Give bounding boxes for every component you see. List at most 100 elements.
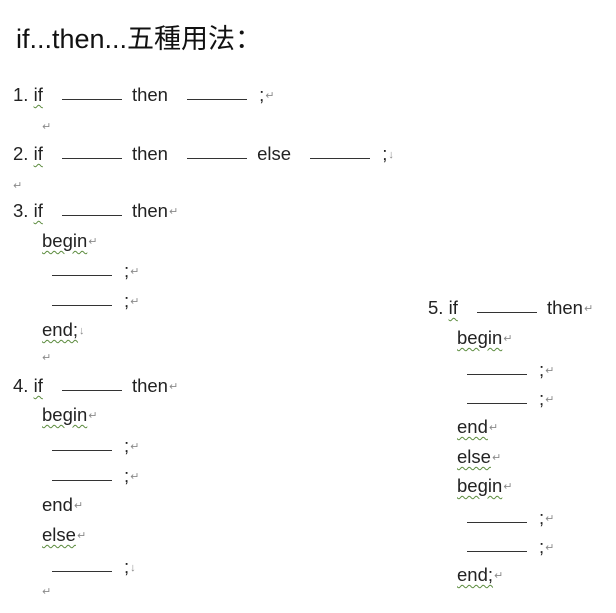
return-mark: ↵ xyxy=(130,441,140,453)
return-mark: ↵ xyxy=(130,471,140,483)
if-keyword: if xyxy=(448,297,458,318)
begin-line: begin↵ xyxy=(42,229,97,256)
return-mark: ↵ xyxy=(130,266,140,278)
return-mark: ↵ xyxy=(168,381,179,393)
semicolon: ; xyxy=(124,290,130,311)
end-line: end;↵ xyxy=(457,563,503,590)
return-mark: ↵ xyxy=(583,303,594,315)
fill-blank xyxy=(61,215,122,216)
fill-blank xyxy=(52,305,112,306)
semicolon: ; xyxy=(539,359,545,380)
return-mark: ↵ xyxy=(42,121,52,133)
fill-blank xyxy=(52,571,112,572)
return-mark: ↵ xyxy=(503,333,513,345)
usage-1-number: 1. xyxy=(13,84,34,105)
fill-blank xyxy=(52,275,112,276)
usage-1-line: 1. if then ;↵ xyxy=(13,83,274,110)
else-keyword: else xyxy=(457,446,491,467)
fill-blank xyxy=(467,522,527,523)
return-mark: ↵ xyxy=(168,206,179,218)
statement-line: ;↵ xyxy=(52,434,139,461)
begin-line: begin↵ xyxy=(457,326,512,353)
semicolon: ; xyxy=(539,388,545,409)
return-mark: ↵ xyxy=(491,452,502,464)
return-mark: ↓ xyxy=(388,149,394,161)
fill-blank xyxy=(52,480,112,481)
semicolon: ; xyxy=(124,435,130,456)
semicolon: ; xyxy=(539,536,545,557)
return-mark: ↵ xyxy=(88,236,98,248)
return-mark: ↵ xyxy=(76,530,87,542)
return-mark: ↓ xyxy=(79,325,85,337)
statement-line: ;↵ xyxy=(467,535,554,562)
return-mark: ↵ xyxy=(545,365,555,377)
semicolon: ; xyxy=(124,465,130,486)
begin-line: begin↵ xyxy=(42,403,97,430)
return-mark: ↵ xyxy=(88,410,98,422)
return-mark: ↵ xyxy=(265,90,275,102)
return-mark: ↵ xyxy=(494,570,504,582)
semicolon: ; xyxy=(539,507,545,528)
statement-line: ;↵ xyxy=(467,358,554,385)
then-keyword: then xyxy=(131,143,168,164)
fill-blank xyxy=(467,374,527,375)
begin-keyword: begin xyxy=(42,230,88,251)
usage-5-number: 5. xyxy=(428,297,449,318)
semicolon: ; xyxy=(124,260,130,281)
usage-3-line: 3. if then↵ xyxy=(13,199,178,226)
else-keyword: else xyxy=(42,524,76,545)
fill-blank xyxy=(61,158,122,159)
fill-blank xyxy=(187,158,248,159)
fill-blank xyxy=(61,390,122,391)
end-keyword: end xyxy=(457,416,488,437)
return-mark: ↵ xyxy=(545,542,555,554)
return-mark: ↵ xyxy=(13,180,23,192)
if-keyword: if xyxy=(33,143,43,164)
end-keyword: end xyxy=(42,494,73,515)
begin-keyword: begin xyxy=(457,475,503,496)
return-mark: ↵ xyxy=(503,481,513,493)
usage-2-number: 2. xyxy=(13,143,34,164)
page-title: if...then...五種用法： xyxy=(16,24,263,54)
then-keyword: then xyxy=(546,297,583,318)
usage-5-line: 5. if then↵ xyxy=(428,296,593,323)
then-keyword: then xyxy=(131,375,168,396)
fill-blank xyxy=(476,312,537,313)
else-line: else↵ xyxy=(457,445,501,472)
end-line: end↵ xyxy=(42,493,83,520)
end-line: end↵ xyxy=(457,415,498,442)
statement-line: ;↵ xyxy=(52,259,139,286)
fill-blank xyxy=(187,99,248,100)
statement-line: ;↵ xyxy=(52,289,139,316)
usage-4-number: 4. xyxy=(13,375,34,396)
semicolon: ; xyxy=(124,556,130,577)
then-keyword: then xyxy=(131,200,168,221)
begin-keyword: begin xyxy=(457,327,503,348)
fill-blank xyxy=(61,99,122,100)
usage-4-line: 4. if then↵ xyxy=(13,374,178,401)
if-keyword: if xyxy=(33,84,43,105)
statement-line: ;↵ xyxy=(467,387,554,414)
return-mark: ↵ xyxy=(42,352,52,364)
usage-2-line: 2. if then else ;↓ xyxy=(13,142,394,169)
return-mark: ↵ xyxy=(130,296,140,308)
return-mark: ↵ xyxy=(42,586,52,598)
begin-line: begin↵ xyxy=(457,474,512,501)
end-line: end;↓ xyxy=(42,318,85,345)
fill-blank xyxy=(467,551,527,552)
return-mark: ↓ xyxy=(130,562,136,574)
return-mark: ↵ xyxy=(73,500,84,512)
if-keyword: if xyxy=(33,200,43,221)
return-mark: ↵ xyxy=(545,394,555,406)
statement-line: ;↵ xyxy=(467,506,554,533)
if-keyword: if xyxy=(33,375,43,396)
end-keyword: end; xyxy=(457,564,494,585)
usage-3-number: 3. xyxy=(13,200,34,221)
else-line: else↵ xyxy=(42,523,86,550)
else-keyword: else xyxy=(257,143,292,164)
return-mark: ↵ xyxy=(488,422,499,434)
begin-keyword: begin xyxy=(42,404,88,425)
semicolon: ; xyxy=(259,84,265,105)
fill-blank xyxy=(52,450,112,451)
statement-line: ;↵ xyxy=(52,464,139,491)
